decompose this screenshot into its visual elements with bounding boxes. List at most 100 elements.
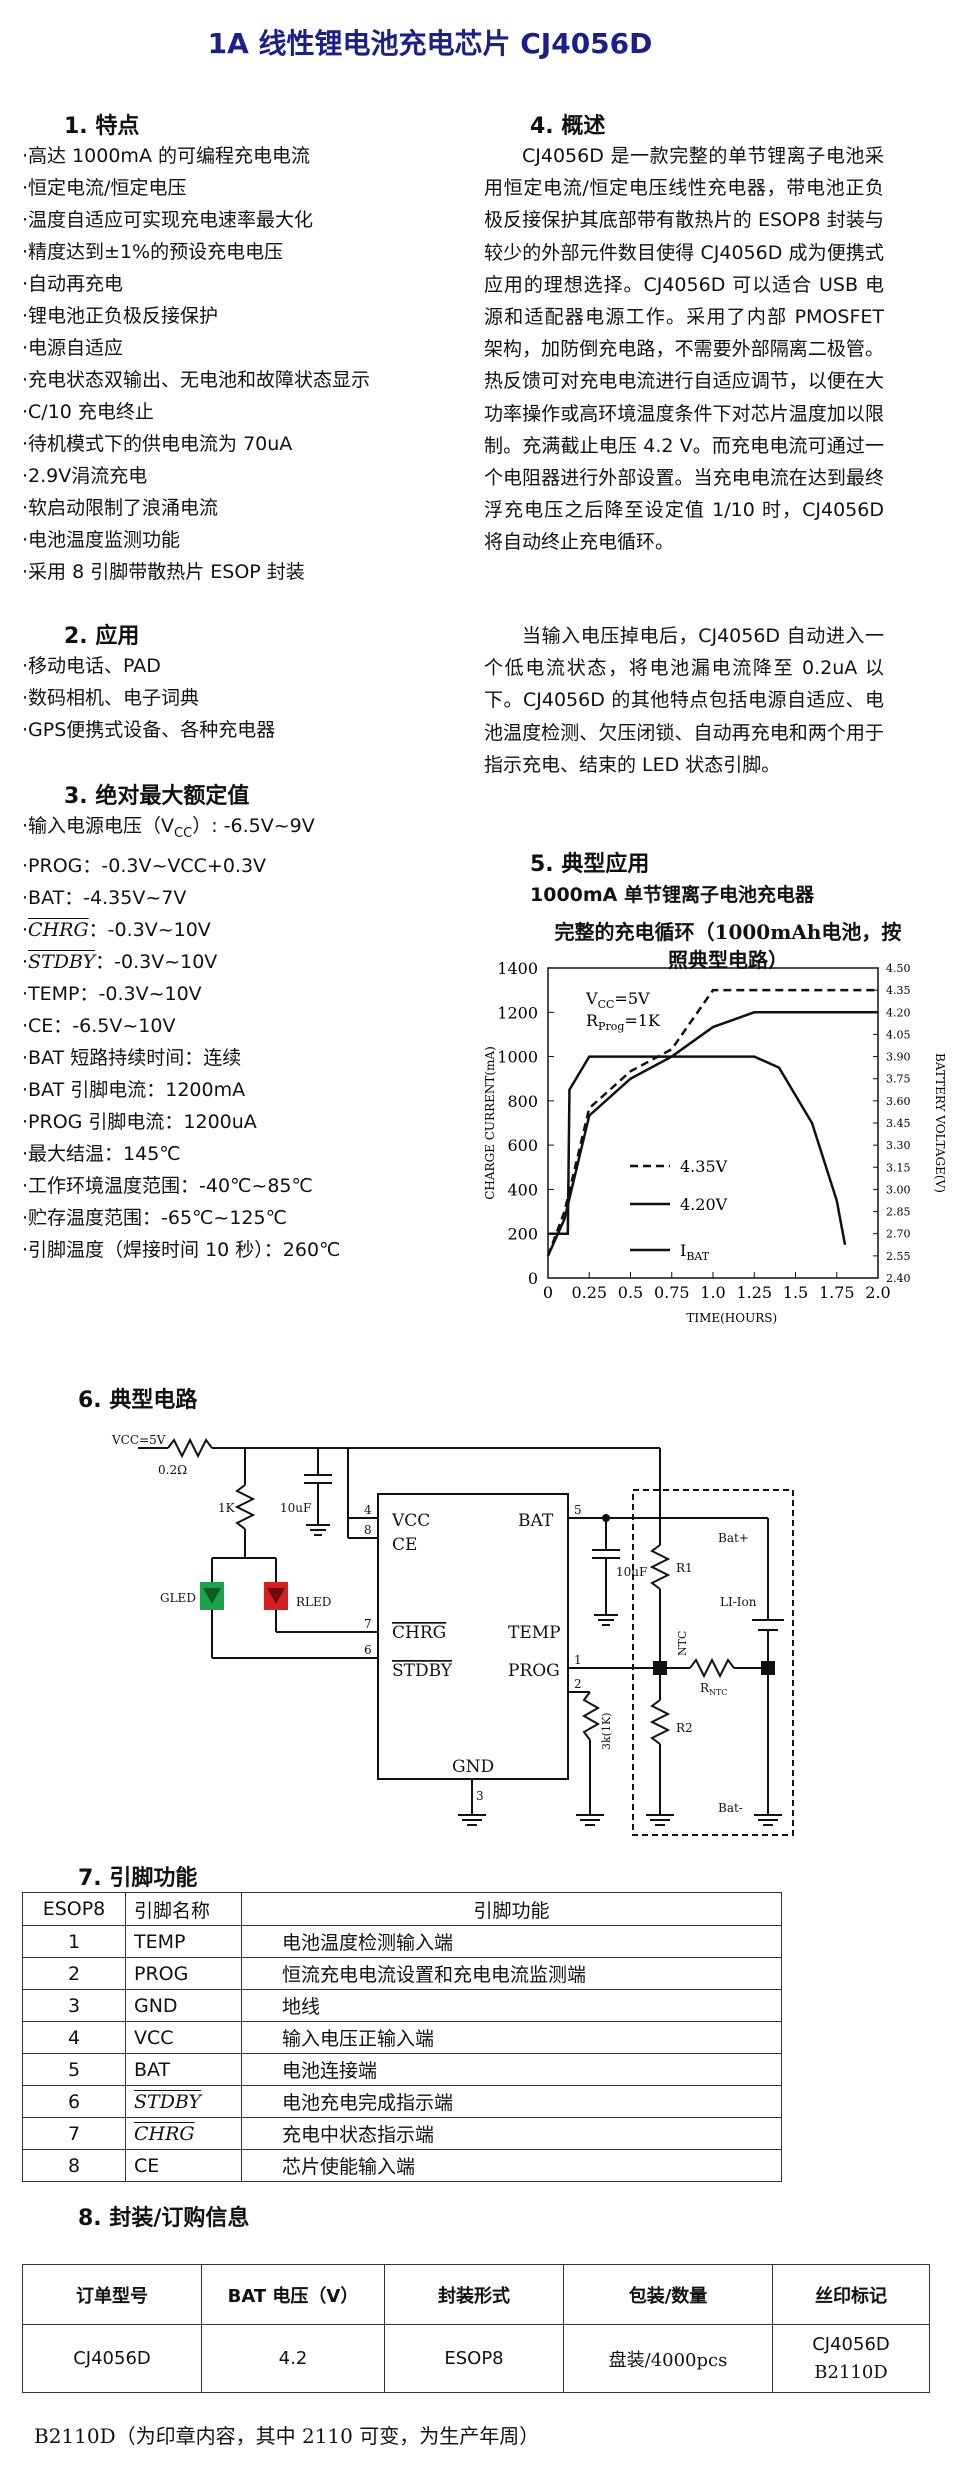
- y2-tick-label: 3.15: [886, 1161, 911, 1174]
- y-axis-label: CHARGE CURRENT(mA): [483, 1046, 497, 1200]
- y2-tick-label: 4.05: [886, 1028, 911, 1041]
- feature-item: ·2.9V涓流充电: [22, 465, 148, 487]
- label-gled: GLED: [160, 1591, 196, 1605]
- rating-lead: ·引脚温度（焊接时间 10 秒）：260℃: [22, 1238, 341, 1261]
- y-tick-label: 1400: [497, 960, 538, 978]
- typical-app-subtitle: 1000mA 单节锂离子电池充电器: [530, 884, 814, 906]
- label-c-in: 10uF: [280, 1501, 311, 1515]
- y-tick-label: 800: [507, 1092, 538, 1111]
- pin-name: GND: [125, 1989, 242, 2022]
- pin-function: 电池温度检测输入端: [241, 1925, 782, 1958]
- y-tick-label: 1200: [497, 1003, 538, 1022]
- rating-short: ·BAT 短路持续时间：连续: [22, 1046, 242, 1069]
- label-r-in: 0.2Ω: [158, 1463, 187, 1477]
- legend-label-0: 4.35V: [680, 1157, 728, 1176]
- pin-number: 6: [22, 2085, 126, 2118]
- rating-temp: ·TEMP：-0.3V~10V: [22, 982, 202, 1005]
- pin-number: 8: [22, 2149, 126, 2182]
- pin-col-esop8: ESOP8: [22, 1892, 126, 1926]
- feature-item: ·温度自适应可实现充电速率最大化: [22, 209, 314, 231]
- label-vcc-5v: VCC=5V: [111, 1433, 166, 1447]
- y2-tick-label: 2.40: [886, 1272, 911, 1285]
- annotation-rprog: RProg=1K: [586, 1011, 661, 1033]
- x-tick-label: 0.75: [654, 1283, 690, 1302]
- rating-stdby: ·STDBY：-0.3V~10V: [22, 950, 218, 973]
- label-n1: 1: [574, 1653, 582, 1667]
- order-qty: 盘装/4000pcs: [563, 2324, 773, 2393]
- pin-name: PROG: [125, 1957, 242, 1990]
- label-rntc: RNTC: [700, 1681, 728, 1697]
- y2-tick-label: 2.55: [886, 1250, 911, 1263]
- applications-list: ·移动电话、PAD ·数码相机、电子词典 ·GPS便携式设备、各种充电器: [22, 650, 275, 746]
- label-li-ion: LI-Ion: [720, 1595, 757, 1609]
- rating-max-tj: ·最大结温：145℃: [22, 1142, 181, 1165]
- x-tick-label: 1.0: [700, 1283, 725, 1302]
- y-tick-label: 200: [507, 1225, 538, 1244]
- y-tick-label: 400: [507, 1180, 538, 1199]
- y2-tick-label: 3.45: [886, 1117, 911, 1130]
- feature-item: ·待机模式下的供电电流为 70uA: [22, 433, 293, 455]
- pin-label-temp: TEMP: [508, 1623, 561, 1643]
- x-tick-label: 1.25: [736, 1283, 772, 1302]
- rating-vcc: ·输入电源电压（VCC）: -6.5V~9V: [22, 815, 315, 841]
- label-n4: 4: [364, 1503, 372, 1517]
- feature-item: ·自动再充电: [22, 273, 124, 295]
- pin-number: 1: [22, 1925, 126, 1958]
- order-model: CJ4056D: [22, 2324, 202, 2393]
- order-col-mark: 丝印标记: [772, 2264, 930, 2325]
- y2-tick-label: 4.50: [886, 962, 911, 975]
- pin-name: CE: [125, 2149, 242, 2182]
- order-col-voltage: BAT 电压（V）: [201, 2264, 385, 2325]
- pin-function: 电池充电完成指示端: [241, 2085, 782, 2118]
- typical-circuit: VCC=5V 0.2Ω 1K 10uF GLED RLED 4 8 7 6 5 …: [111, 1433, 794, 1836]
- label-n3: 3: [476, 1789, 484, 1803]
- application-item: ·移动电话、PAD: [22, 655, 161, 677]
- order-note: B2110D（为印章内容，其中 2110 可变，为生产年周）: [34, 2424, 540, 2448]
- order-table: 订单型号 BAT 电压（V） 封装形式 包装/数量 丝印标记 CJ4056D 4…: [22, 2264, 930, 2393]
- series-line-1: [546, 1011, 878, 1257]
- page-title: 1A 线性锂电池充电芯片 CJ4056D: [207, 27, 653, 60]
- label-bat-plus: Bat+: [718, 1531, 749, 1545]
- y2-axis-label: BATTERY VOLTAGE(V): [933, 1053, 947, 1193]
- features-list: ·高达 1000mA 的可编程充电电流·恒定电流/恒定电压·温度自适应可实现充电…: [22, 140, 370, 588]
- pin-label-stdby: STDBY: [392, 1661, 453, 1681]
- feature-item: ·精度达到±1%的预设充电电压: [22, 241, 284, 263]
- series-line-2: [548, 1055, 847, 1246]
- ratings-heading: 3. 绝对最大额定值: [64, 784, 250, 809]
- label-c-bat: 10uF: [616, 1565, 647, 1579]
- pin-name: VCC: [125, 2021, 242, 2054]
- label-ntc: NTC: [676, 1631, 689, 1656]
- typical-app-heading: 5. 典型应用: [530, 852, 650, 877]
- order-heading: 8. 封装/订购信息: [78, 2206, 250, 2231]
- order-voltage: 4.2: [201, 2324, 385, 2393]
- order-col-qty: 包装/数量: [563, 2264, 773, 2325]
- application-item: ·数码相机、电子词典: [22, 687, 200, 709]
- rating-prog-current: ·PROG 引脚电流：1200uA: [22, 1110, 257, 1133]
- rating-ce: ·CE：-6.5V~10V: [22, 1014, 176, 1037]
- feature-item: ·电源自适应: [22, 337, 124, 359]
- y2-tick-label: 2.85: [886, 1206, 911, 1219]
- pin-label-prog: PROG: [508, 1661, 560, 1681]
- pin-function: 芯片使能输入端: [241, 2149, 782, 2182]
- pin-number: 4: [22, 2021, 126, 2054]
- y2-tick-label: 3.00: [886, 1183, 911, 1196]
- pin-function: 充电中状态指示端: [241, 2117, 782, 2150]
- application-item: ·GPS便携式设备、各种充电器: [22, 719, 276, 741]
- pin-function: 电池连接端: [241, 2053, 782, 2086]
- pin-label-chrg: CHRG: [392, 1623, 446, 1643]
- feature-item: ·电池温度监测功能: [22, 529, 181, 551]
- y2-tick-label: 3.30: [886, 1139, 911, 1152]
- label-r-prog: 3k(1K): [600, 1713, 613, 1750]
- pin-label-bat: BAT: [518, 1511, 554, 1531]
- legend-label-2: IBAT: [680, 1241, 710, 1263]
- x-tick-label: 1.75: [819, 1283, 855, 1302]
- order-package: ESOP8: [384, 2324, 564, 2393]
- x-axis-label: TIME(HOURS): [686, 1311, 777, 1325]
